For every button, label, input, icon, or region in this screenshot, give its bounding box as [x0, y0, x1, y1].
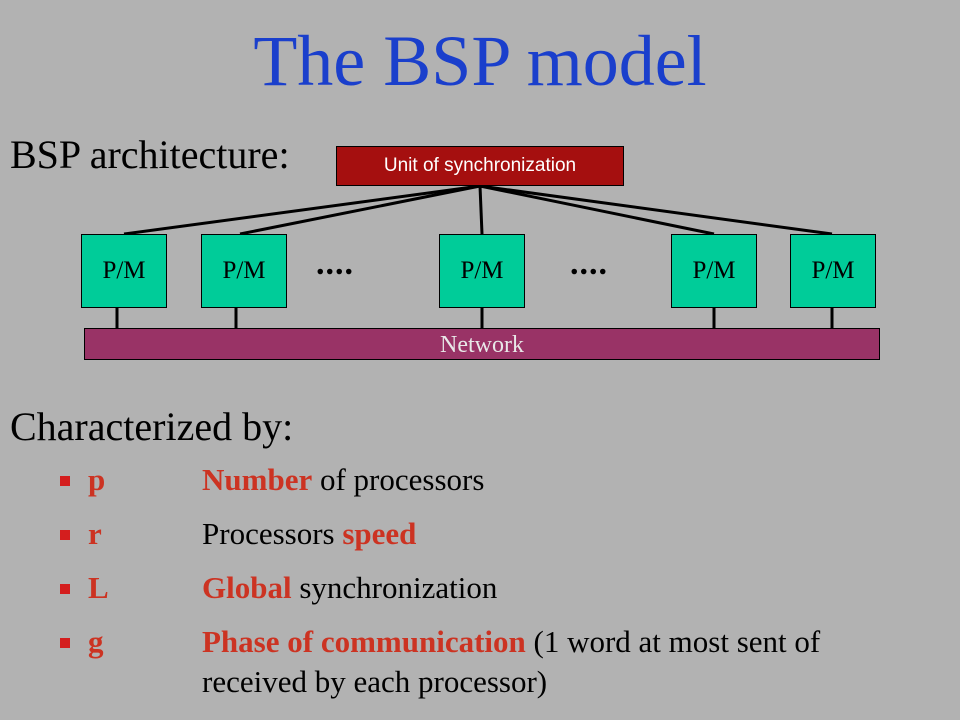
processor-box: P/M	[439, 234, 525, 308]
parameter-description: Processors speed	[202, 514, 902, 554]
square-bullet-icon	[60, 530, 70, 540]
sync-unit-box: Unit of synchronization	[336, 146, 624, 186]
slide-title: The BSP model	[253, 21, 707, 101]
ellipsis-dots: ....	[570, 245, 608, 282]
parameter-symbol: g	[88, 624, 104, 659]
parameter-text: synchronization	[291, 570, 498, 605]
sync-wire-5	[479, 184, 833, 236]
parameter-item-l: L Global synchronization	[60, 568, 940, 622]
parameter-symbol: r	[88, 516, 102, 551]
parameter-item-g: g Phase of communication (1 word at most…	[60, 622, 940, 718]
parameter-description: Global synchronization	[202, 568, 902, 608]
parameter-highlight: Number	[202, 462, 313, 497]
parameter-symbol: p	[88, 462, 106, 497]
processor-box: P/M	[201, 234, 287, 308]
parameter-highlight: Phase of communication	[202, 624, 526, 659]
sync-wire-4	[479, 184, 715, 236]
parameter-text: of processors	[312, 462, 485, 497]
parameter-item-p: p Number of processors	[60, 460, 940, 514]
network-bar: Network	[84, 328, 880, 360]
parameter-list: p Number of processors r Processors spee…	[60, 460, 940, 718]
characterized-heading: Characterized by:	[10, 404, 294, 449]
processor-box: P/M	[790, 234, 876, 308]
architecture-heading: BSP architecture:	[10, 132, 290, 177]
sync-wire-3	[478, 185, 484, 235]
parameter-description: Phase of communication (1 word at most s…	[202, 622, 902, 702]
square-bullet-icon	[60, 476, 70, 486]
parameter-highlight: Global	[202, 570, 292, 605]
processor-box: P/M	[671, 234, 757, 308]
parameter-highlight: speed	[342, 516, 417, 551]
parameter-text: Processors	[202, 516, 343, 551]
parameter-item-r: r Processors speed	[60, 514, 940, 568]
parameter-text: (1 word at most sent of received by each…	[202, 624, 821, 699]
square-bullet-icon	[60, 584, 70, 594]
ellipsis-dots: ....	[316, 245, 354, 282]
processor-box: P/M	[81, 234, 167, 308]
square-bullet-icon	[60, 638, 70, 648]
sync-wire-2	[239, 184, 481, 236]
parameter-symbol: L	[88, 570, 109, 605]
sync-wire-1	[123, 184, 481, 236]
parameter-description: Number of processors	[202, 460, 902, 500]
